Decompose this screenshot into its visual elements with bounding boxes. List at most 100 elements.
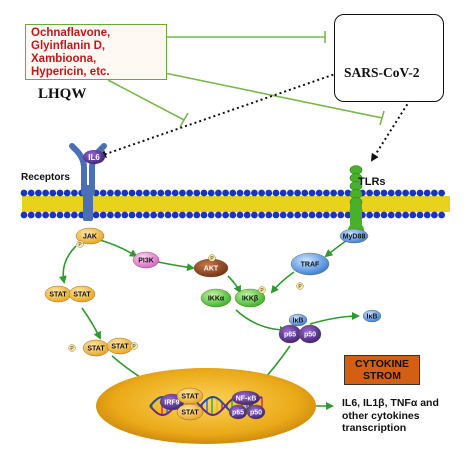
compound-hypericin: Hypericin, etc.	[31, 66, 110, 78]
membrane-head	[279, 189, 287, 197]
ikka-node: IKKα	[200, 288, 232, 308]
inhibitor-compounds-box: Ochnaflavone, Glyinflanin D, Xambioona, …	[25, 24, 167, 80]
membrane-head	[215, 211, 222, 219]
inhibition-lines	[107, 31, 385, 128]
membrane-head	[128, 211, 136, 219]
membrane-head	[63, 189, 71, 197]
membrane-head	[193, 211, 201, 219]
stat-to-pstat-arrow	[81, 307, 101, 340]
membrane-head	[114, 189, 121, 197]
membrane-head	[323, 189, 330, 197]
cell-membrane	[20, 189, 450, 219]
membrane-head	[287, 189, 294, 197]
membrane-head	[330, 211, 337, 219]
membrane-head	[387, 211, 395, 219]
membrane-head	[49, 211, 57, 219]
ikb-complex-node-label: IκB	[293, 318, 304, 325]
membrane-head	[243, 211, 251, 219]
membrane-head	[179, 211, 186, 219]
membrane-head	[315, 211, 323, 219]
membrane-head	[337, 189, 345, 197]
membrane-head	[193, 189, 201, 197]
membrane-head	[395, 211, 402, 219]
membrane-head	[236, 211, 244, 219]
phosphate-marker: P	[76, 240, 84, 248]
membrane-head	[373, 189, 381, 197]
storm-label: STROM	[363, 370, 401, 382]
nuc-stat-node-1: STAT	[176, 387, 204, 405]
nuc-p65-node: p65	[228, 404, 248, 420]
membrane-head	[171, 211, 179, 219]
nuc-p50-node-label: p50	[250, 410, 262, 417]
membrane-head	[380, 189, 388, 197]
irf9-node-label: IRF9	[164, 400, 179, 407]
membrane-head	[258, 189, 265, 197]
lhqw-label: LHQW	[38, 86, 87, 102]
jak-node: JAK	[75, 227, 105, 245]
cytokine-storm-box: CYTOKINE STROM	[344, 355, 420, 385]
membrane-head	[294, 211, 301, 219]
svg-text:P: P	[260, 288, 264, 294]
il6-ligand	[83, 150, 105, 164]
membrane-head	[301, 211, 309, 219]
nuc-p50-node: p50	[246, 404, 266, 420]
nuc-stat-node-2: STAT	[176, 403, 204, 421]
stat-node-1: STAT	[44, 285, 72, 303]
membrane-head	[215, 189, 222, 197]
pi3k-to-akt-arrow	[157, 261, 195, 272]
membrane-head	[229, 211, 237, 219]
virus-arrows	[98, 72, 411, 162]
membrane-head	[92, 211, 100, 219]
stat-node-2-label: STAT	[73, 292, 91, 299]
membrane-head	[71, 211, 78, 219]
membrane-head	[229, 189, 237, 197]
membrane-head	[186, 211, 194, 219]
membrane-head	[344, 211, 352, 219]
membrane-head	[107, 189, 114, 197]
membrane-head	[171, 189, 179, 197]
pi3k-node-label: PI3K	[138, 258, 154, 265]
membrane-head	[251, 211, 258, 219]
compound-ochnaflavone: Ochnaflavone,	[31, 27, 111, 39]
nfkb-node: NF-κB	[231, 390, 261, 406]
membrane-head	[186, 189, 194, 197]
membrane-head	[121, 189, 129, 197]
membrane-head	[179, 189, 186, 197]
membrane-head	[395, 189, 402, 197]
membrane-head	[423, 189, 431, 197]
membrane-head	[150, 189, 158, 197]
membrane-head	[308, 189, 316, 197]
membrane-head	[243, 189, 251, 197]
phosphate-marker: P	[130, 342, 138, 350]
nuc-p65-node-label: p65	[232, 410, 244, 417]
virus-to-receptor-arrow	[98, 72, 339, 158]
traf-node: TRAF	[290, 252, 330, 276]
membrane-head	[431, 211, 438, 219]
p65-node-label: p65	[284, 332, 296, 339]
svg-text:P: P	[70, 346, 74, 352]
phosphate-marker: P	[68, 344, 76, 352]
membrane-head	[330, 189, 337, 197]
membrane-head	[135, 211, 143, 219]
membrane-head	[409, 189, 417, 197]
pstat-node-1: STAT	[82, 339, 110, 357]
membrane-head	[294, 189, 301, 197]
membrane-head	[251, 189, 258, 197]
membrane-head	[71, 189, 78, 197]
membrane-head	[200, 211, 208, 219]
pstat-node-2-label: STAT	[111, 344, 129, 351]
svg-text:P: P	[132, 344, 136, 350]
membrane-head	[344, 189, 352, 197]
membrane-head	[42, 211, 49, 219]
stat-node-2: STAT	[68, 285, 96, 303]
membrane-head	[42, 189, 49, 197]
membrane-head	[143, 211, 150, 219]
membrane-head	[265, 211, 273, 219]
membrane-head	[56, 189, 64, 197]
compound-glyinflanin-d: Glyinflanin D,	[31, 40, 106, 52]
pstat-node-2: STAT	[106, 337, 134, 355]
membrane-head	[272, 189, 280, 197]
membrane-head	[128, 189, 136, 197]
membrane-head	[114, 211, 121, 219]
membrane-head	[308, 211, 316, 219]
